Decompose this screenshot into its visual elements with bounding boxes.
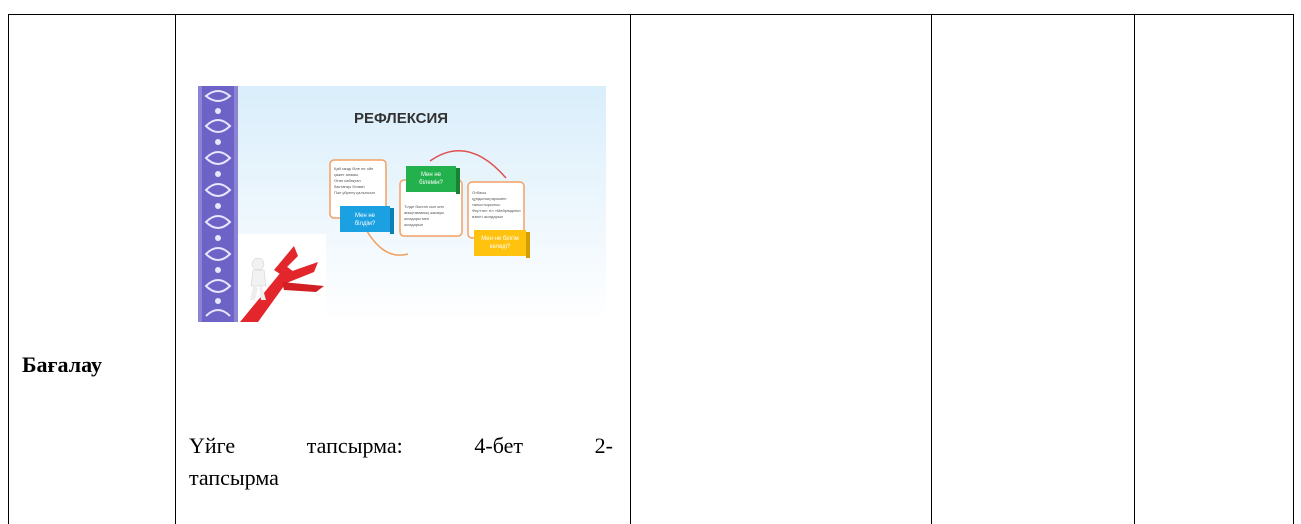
svg-text:Отбасы: Отбасы: [472, 190, 486, 195]
table-col-border: [8, 14, 9, 524]
box-green: [406, 166, 456, 192]
homework-word: 4-бет: [474, 433, 524, 458]
homework-word: Үйге: [189, 433, 236, 458]
table-col-border: [1293, 14, 1294, 524]
svg-text:Тілде бастап сын анн: Тілде бастап сын анн: [404, 204, 444, 209]
table-col-border: [630, 14, 631, 524]
svg-text:Ферттеп тіл «Мейрімділік»: Ферттеп тіл «Мейрімділік»: [472, 208, 522, 213]
box-blue: [340, 206, 390, 232]
ornament-pattern: [198, 86, 238, 322]
svg-text:білдім?: білдім?: [355, 221, 376, 227]
homework-line-1: Үйге тапсырма: 4-бет 2-: [189, 430, 613, 462]
figure-with-arrows: [238, 234, 326, 322]
curve-arrow-top: [429, 150, 507, 179]
svg-text:Пән уйрену қалыпсын: Пән уйрену қалыпсын: [334, 190, 375, 195]
homework-word: 2-: [594, 433, 613, 458]
homework-line-2: тапсырма: [189, 465, 279, 490]
homework-word: тапсырма:: [306, 433, 403, 458]
reflection-slide-image: РЕФЛЕКСИЯ Қай сөзді біле не ойн қажет ан…: [198, 86, 606, 322]
table-top-border: [8, 14, 1294, 15]
table-col-border: [931, 14, 932, 524]
svg-text:жолдарын: жолдарын: [404, 222, 423, 227]
table-col-border: [1134, 14, 1135, 524]
svg-text:құндылықтарымен: құндылықтарымен: [472, 196, 506, 201]
svg-text:келеді?: келеді?: [490, 244, 511, 250]
slide-title: РЕФЛЕКСИЯ: [354, 110, 448, 127]
svg-text:анықтамалық жасауы: анықтамалық жасауы: [404, 210, 444, 215]
svg-text:білемін?: білемін?: [419, 180, 443, 186]
row-label: Бағалау: [22, 352, 102, 377]
svg-text:таныстырылыс.: таныстырылыс.: [472, 202, 501, 207]
svg-text:қажет анамы.: қажет анамы.: [334, 172, 359, 177]
svg-text:жолдары мен: жолдары мен: [404, 216, 429, 221]
svg-text:Мен не білгім: Мен не білгім: [481, 236, 519, 242]
slide-graphic: РЕФЛЕКСИЯ Қай сөзді біле не ойн қажет ан…: [198, 86, 606, 322]
svg-text:Мен не: Мен не: [355, 213, 376, 219]
table-col-border: [175, 14, 176, 524]
svg-text:Қай сөзді біле не ойн: Қай сөзді біле не ойн: [334, 166, 373, 171]
svg-text:өзекті жолдарын: өзекті жолдарын: [472, 214, 503, 219]
svg-text:Мен не: Мен не: [421, 172, 442, 178]
svg-text:бастапқы білімін: бастапқы білімін: [334, 184, 365, 189]
svg-text:Оған сабақтан: Оған сабақтан: [334, 178, 361, 183]
box-yellow: [474, 230, 526, 256]
homework-text: Үйге тапсырма: 4-бет 2- тапсырма: [189, 430, 613, 494]
